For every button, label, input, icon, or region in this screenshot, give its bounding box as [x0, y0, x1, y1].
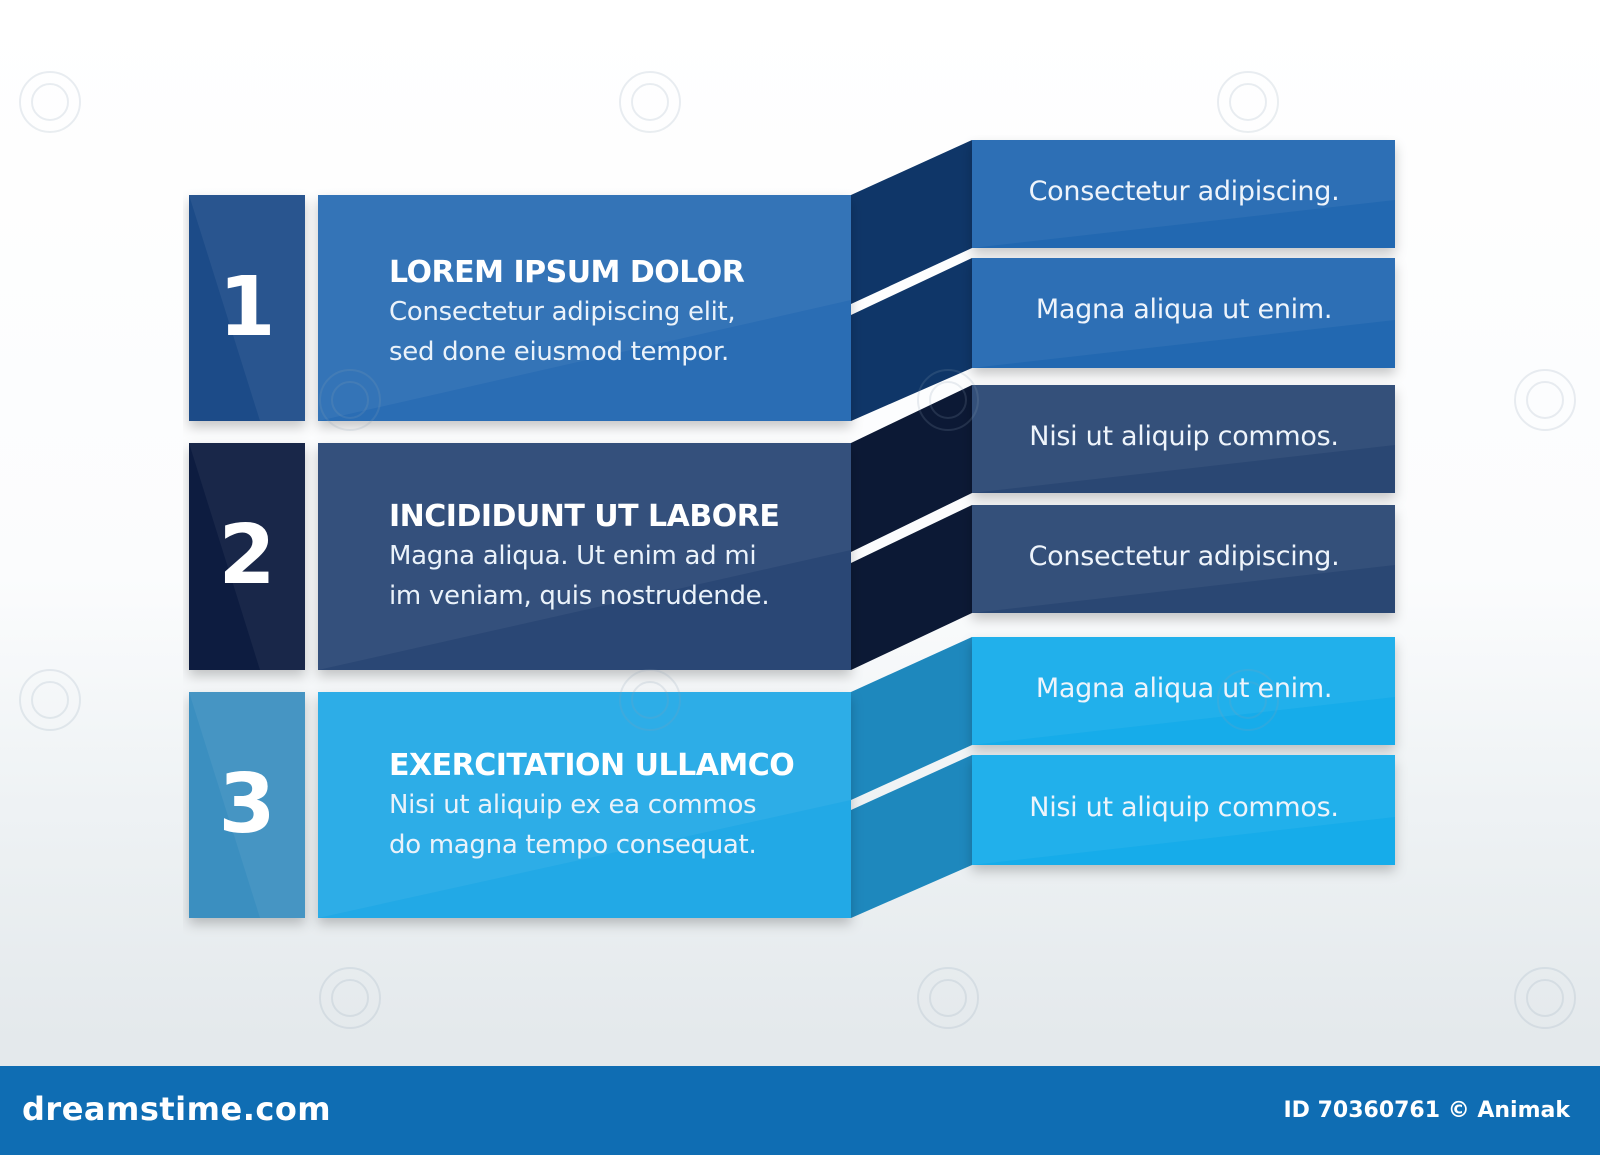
footer-site-name: dreamstime.com: [22, 1090, 332, 1128]
step-2-sub-box-1-facet: [972, 385, 1395, 493]
step-3-number: 3: [218, 757, 276, 852]
step-3-panel-facet: [318, 692, 851, 918]
step-1-sub-box-2: [972, 258, 1395, 368]
step-3-sub-box-1-facet: [972, 637, 1395, 745]
step-1-connector-top: [851, 140, 972, 304]
step-2-group: [189, 385, 1395, 670]
step-3-sub-box-1: [972, 637, 1395, 745]
step-2-sub-box-1: [972, 385, 1395, 493]
step-3-group: [189, 637, 1395, 918]
step-1-number: 1: [218, 260, 276, 355]
step-2-sub-box-2: [972, 505, 1395, 613]
step-2-sub-item-2: Consectetur adipiscing.: [1028, 541, 1340, 572]
footer-credit: ID 70360761 © Animak: [1283, 1098, 1570, 1123]
step-2-main-panel: [318, 443, 851, 670]
step-1-sub-box-2-facet: [972, 258, 1395, 368]
step-2-title: INCIDIDUNT UT LABORE: [389, 499, 780, 534]
step-2-connector-bottom: [851, 505, 972, 670]
step-2-text: INCIDIDUNT UT LABORE Magna aliqua. Ut en…: [389, 498, 780, 616]
step-3-main-panel: [318, 692, 851, 918]
step-2-sub-item-1: Nisi ut aliquip commos.: [1029, 421, 1339, 452]
step-3-number-tab: [189, 692, 305, 918]
step-1-line-2: sed done eiusmod tempor.: [389, 337, 730, 367]
step-3-sub-box-2-facet: [972, 755, 1395, 865]
footer-bar: dreamstime.com ID 70360761 © Animak: [0, 1066, 1600, 1155]
step-3-sub-item-2: Nisi ut aliquip commos.: [1029, 792, 1339, 823]
step-3-line-1: Nisi ut aliquip ex ea commos: [389, 790, 757, 820]
step-3-tab-facet: [189, 692, 305, 918]
step-1-panel-facet: [318, 195, 851, 421]
step-2-connector-top: [851, 385, 972, 552]
step-1-title: LOREM IPSUM DOLOR: [389, 255, 745, 290]
step-1-sub-box-1-facet: [972, 140, 1395, 248]
step-3-line-2: do magna tempo consequat.: [389, 830, 757, 860]
step-1-number-tab: [189, 195, 305, 421]
step-2-panel-facet: [318, 443, 851, 670]
step-1-sub-box-1: [972, 140, 1395, 248]
step-1-line-1: Consectetur adipiscing elit,: [389, 297, 736, 327]
step-3-title: EXERCITATION ULLAMCO: [389, 748, 795, 783]
step-1-sub-item-2: Magna aliqua ut enim.: [1035, 294, 1333, 325]
step-2-number: 2: [218, 508, 276, 603]
watermark-pattern: [19, 71, 1576, 1029]
step-1-tab-facet: [189, 195, 305, 421]
step-3-sub-box-2: [972, 755, 1395, 865]
step-3-sub-item-1: Magna aliqua ut enim.: [1035, 673, 1333, 704]
step-1-sub-item-1: Consectetur adipiscing.: [1028, 176, 1340, 207]
step-2-number-tab: [189, 443, 305, 670]
step-1-main-panel: [318, 195, 851, 421]
step-3-connector-bottom: [851, 755, 972, 918]
step-2-sub-box-2-facet: [972, 505, 1395, 613]
step-3-text: EXERCITATION ULLAMCO Nisi ut aliquip ex …: [389, 747, 795, 865]
step-1-text: LOREM IPSUM DOLOR Consectetur adipiscing…: [389, 254, 745, 372]
step-1-connector-bottom: [851, 258, 972, 421]
step-2-line-2: im veniam, quis nostrudende.: [389, 581, 770, 611]
step-2-line-1: Magna aliqua. Ut enim ad mi: [389, 541, 757, 571]
step-2-tab-facet: [189, 443, 305, 670]
step-3-connector-top: [851, 637, 972, 800]
step-1-group: [189, 140, 1395, 421]
